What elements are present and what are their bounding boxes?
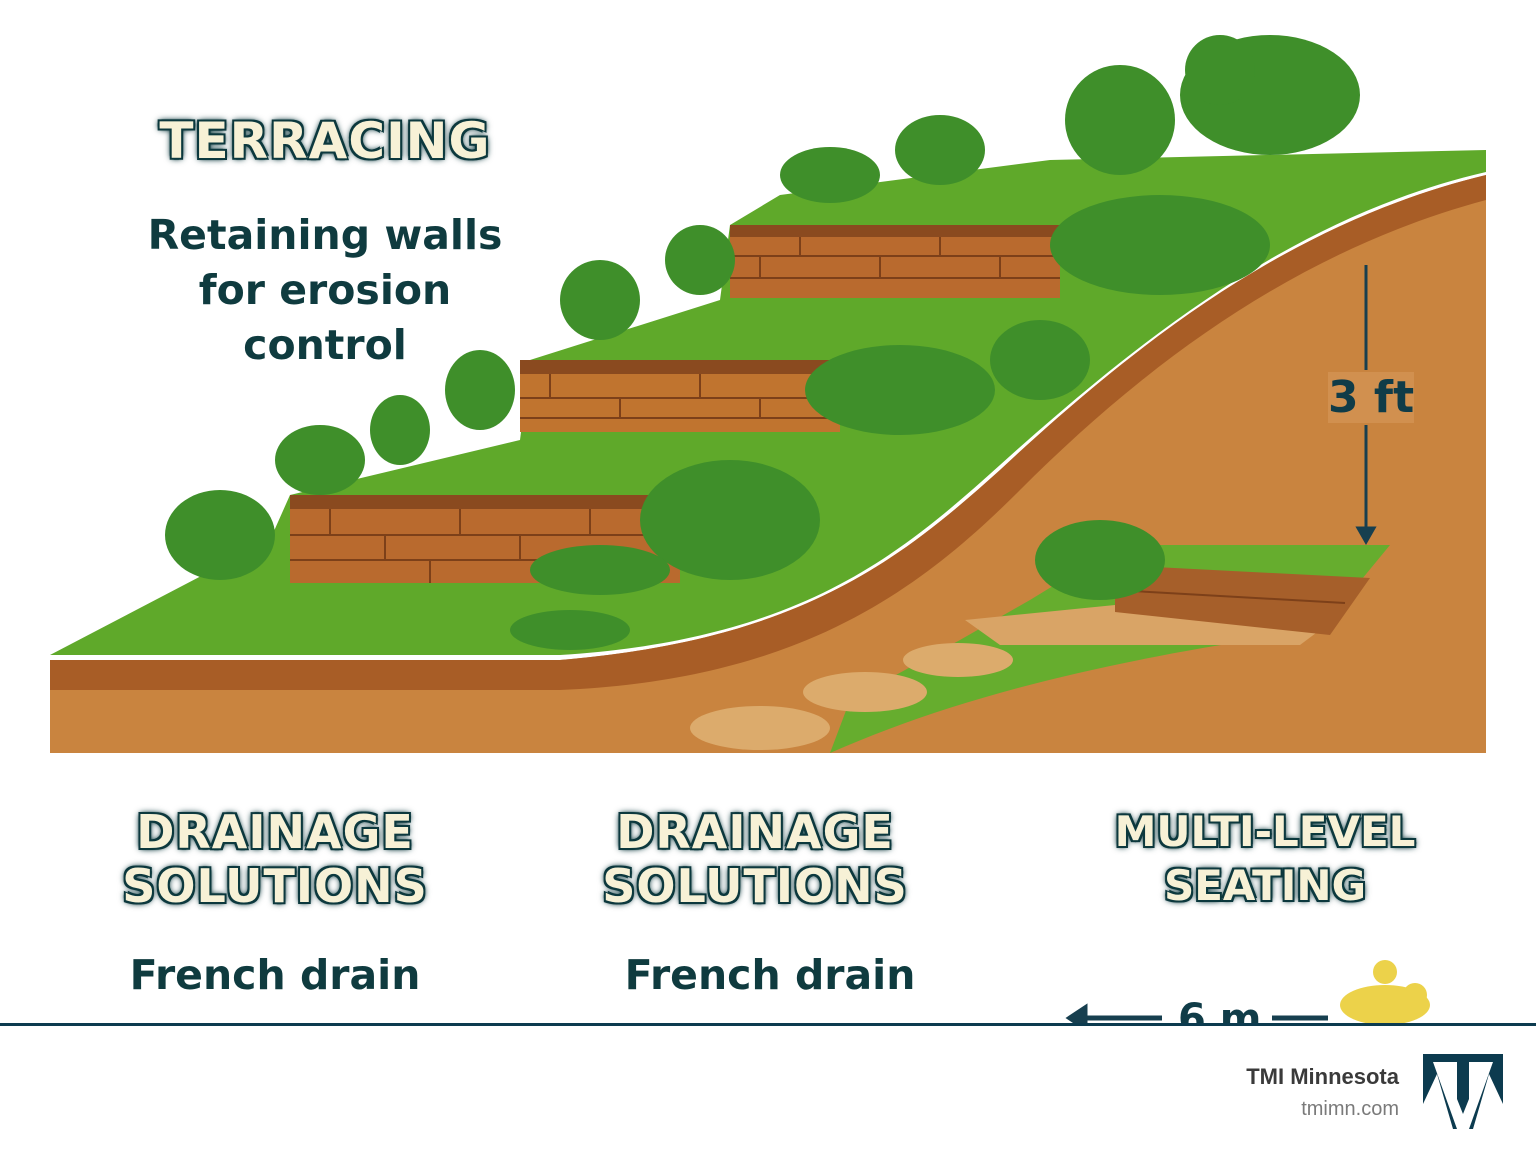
height-label: 3 ft [1328,372,1415,423]
column-2-title-line1: DRAINAGE [616,805,894,859]
yellow-flowers [1340,960,1430,1025]
retaining-wall-upper [730,225,1060,298]
shrubs [165,35,1360,650]
patio [965,605,1320,645]
height-dimension [1355,265,1377,546]
brand-url[interactable]: tmimn.com [1301,1098,1399,1120]
column-3-title: MULTI-LEVEL SEATING [1110,805,1420,913]
column-1-title: DRAINAGE SOLUTIONS [120,805,430,913]
terracing-subtitle-line1: Retaining walls [147,211,503,259]
column-1-title-line1: DRAINAGE [136,805,414,859]
seating-wall [1114,565,1370,635]
retaining-wall-middle [520,360,840,432]
column-2-subtitle: French drain [624,951,916,999]
stepping-stone [690,706,830,750]
column-1-subtitle: French drain [129,951,421,999]
stepping-stone [903,643,1013,677]
column-2-title-line2: SOLUTIONS [602,859,908,913]
column-3-title-line2: SEATING [1163,861,1367,910]
hillside-illustration [50,35,1486,1025]
terracing-title: TERRACING [159,112,491,170]
brand-name: TMI Minnesota [1246,1064,1399,1089]
width-label: 6 m [1178,996,1262,1025]
stepping-stone [803,672,927,712]
column-2-title: DRAINAGE SOLUTIONS [590,805,920,913]
footer-divider [0,1023,1536,1026]
tmi-logo-icon [1423,1054,1503,1129]
column-1-title-line2: SOLUTIONS [122,859,428,913]
terracing-subtitle: Retaining walls for erosion control [110,208,540,373]
terracing-subtitle-line2: for erosion control [198,266,452,369]
column-3-title-line1: MULTI-LEVEL [1114,807,1416,856]
soil-dark-band [50,175,1486,690]
infographic-scene: TERRACING Retaining walls for erosion co… [50,35,1486,1025]
